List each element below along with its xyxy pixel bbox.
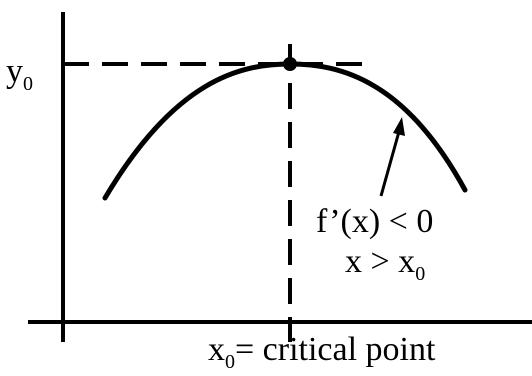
critical-point-dot [283, 57, 297, 71]
annotation-arrowhead [393, 117, 405, 136]
x-label-rest: = critical point [235, 331, 436, 368]
x-condition-subscript: 0 [415, 263, 425, 285]
x-label-subscript: 0 [225, 351, 235, 371]
derivative-condition: f’(x) < 0 [316, 203, 433, 240]
x-condition: x > x0 [345, 243, 425, 285]
annotation-arrow-shaft [379, 127, 402, 197]
y-zero-label: y0 [6, 53, 33, 95]
concave-down-curve [102, 61, 468, 201]
x-condition-main: x > x [345, 243, 415, 280]
y-label-main: y [6, 53, 23, 90]
y-label-subscript: 0 [23, 73, 33, 95]
x-label-main: x [208, 331, 225, 368]
x-zero-label: x0= critical point [208, 331, 436, 371]
